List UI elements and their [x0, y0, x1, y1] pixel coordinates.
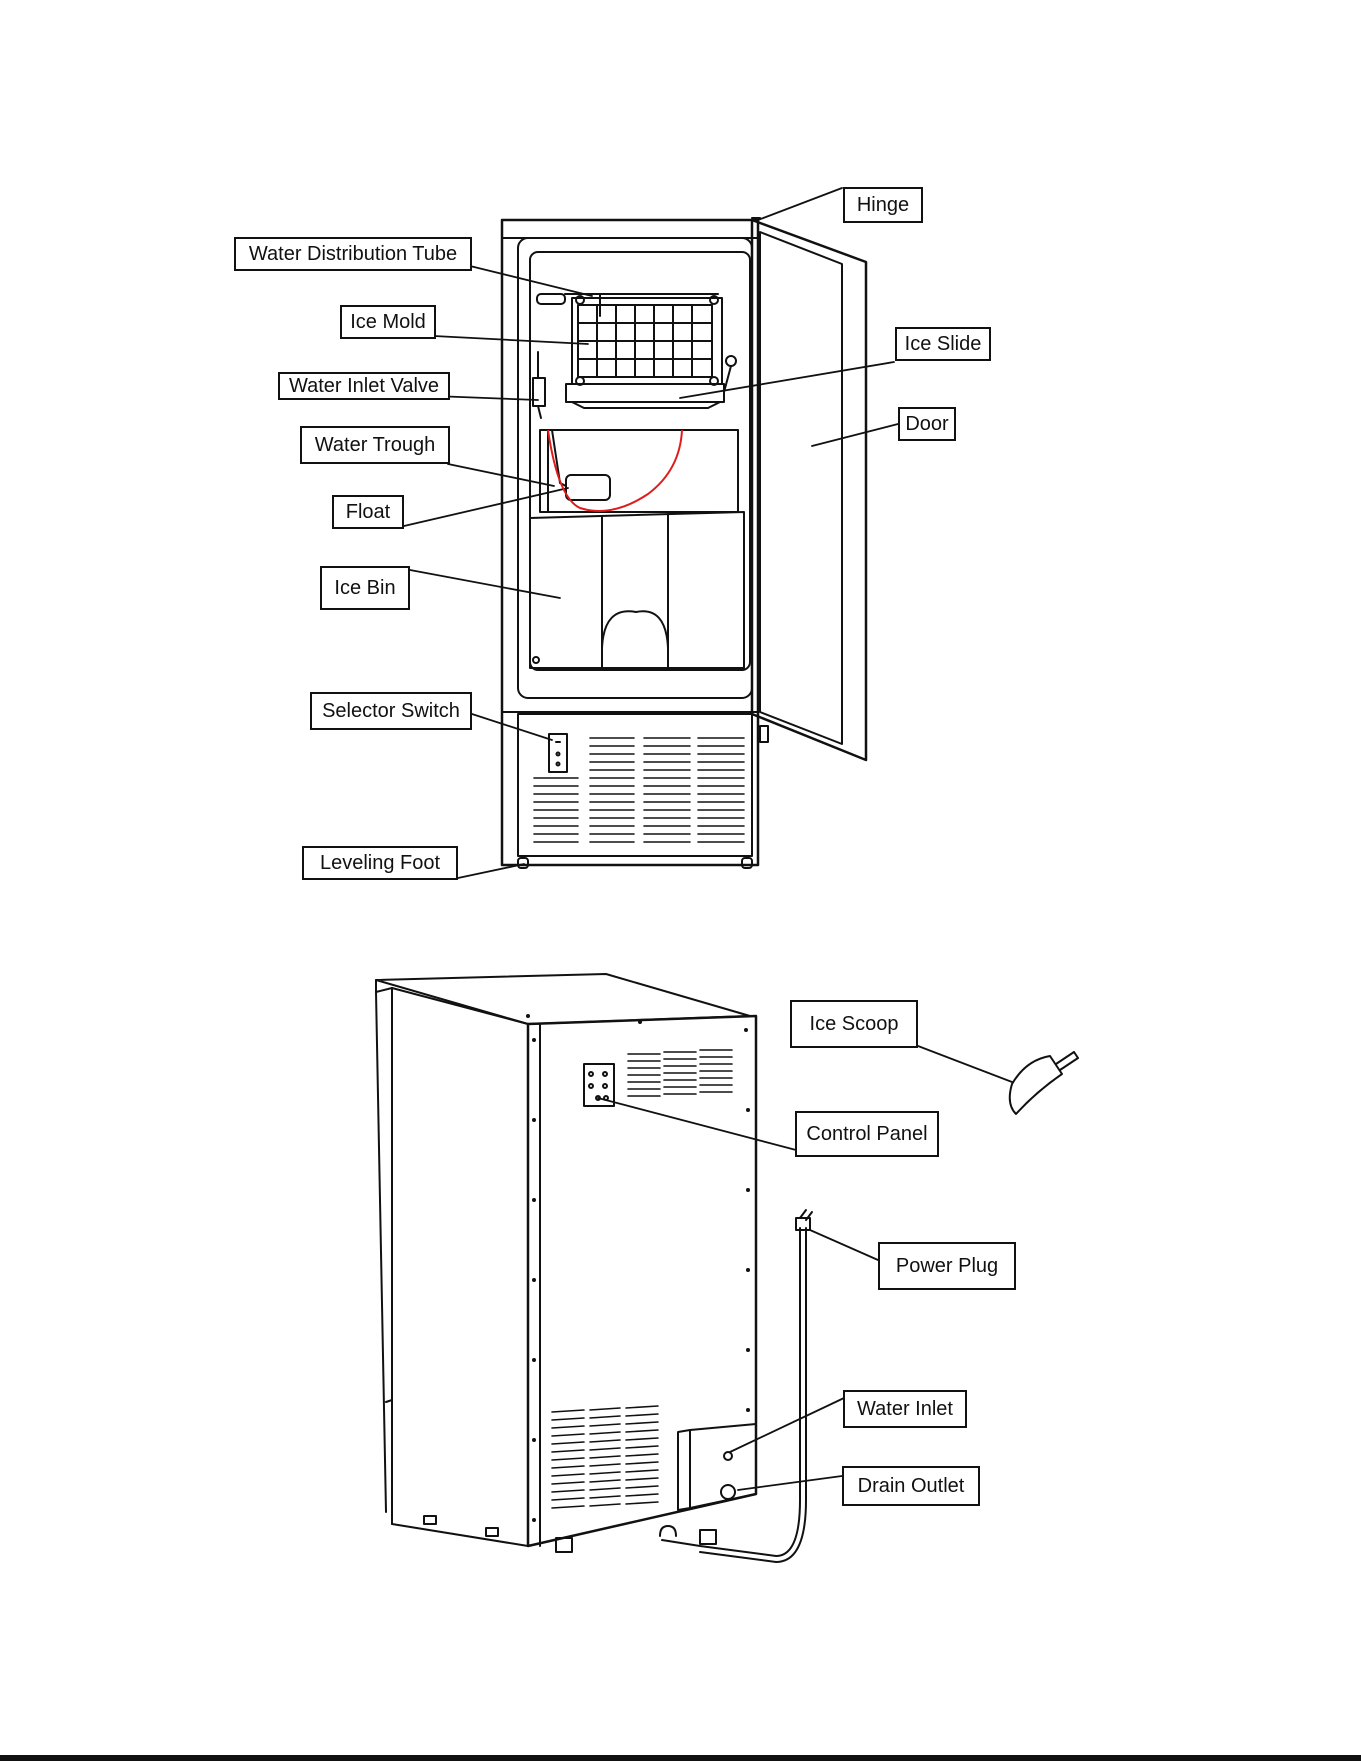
label-water-trough: Water Trough	[300, 426, 450, 464]
ice-scoop-part	[1010, 1052, 1078, 1114]
control-panel-part	[584, 1064, 614, 1106]
label-leveling-foot: Leveling Foot	[302, 846, 458, 880]
rear-feet	[424, 1516, 716, 1552]
label-drain-outlet: Drain Outlet	[842, 1466, 980, 1506]
rear-screws	[526, 1014, 750, 1522]
ice-slide-part	[566, 384, 724, 408]
label-ice-bin: Ice Bin	[320, 566, 410, 610]
rear-bottom-grille	[552, 1406, 658, 1508]
label-selector-switch: Selector Switch	[310, 692, 472, 730]
label-water-inlet-valve: Water Inlet Valve	[278, 372, 450, 400]
label-ice-slide: Ice Slide	[895, 327, 991, 361]
label-door: Door	[898, 407, 956, 441]
ice-bin-part	[530, 512, 744, 668]
water-inlet-drain-panel	[660, 1424, 756, 1536]
water-inlet-valve-part	[533, 352, 545, 418]
door-part	[752, 218, 866, 760]
front-grille	[534, 738, 744, 842]
label-power-plug: Power Plug	[878, 1242, 1016, 1290]
label-water-distribution-tube: Water Distribution Tube	[234, 237, 472, 271]
rear-top-grille	[628, 1050, 732, 1096]
rear-view-cabinet	[376, 974, 756, 1546]
ice-mold-part	[572, 296, 736, 392]
label-ice-mold: Ice Mold	[340, 305, 436, 339]
label-ice-scoop: Ice Scoop	[790, 1000, 918, 1048]
page-bottom-rule	[0, 1755, 1361, 1761]
label-hinge: Hinge	[843, 187, 923, 223]
label-control-panel: Control Panel	[795, 1111, 939, 1157]
label-water-inlet: Water Inlet	[843, 1390, 967, 1428]
front-view-cabinet	[502, 220, 758, 865]
water-tube-red	[548, 430, 682, 511]
label-float: Float	[332, 495, 404, 529]
leveling-foot-part	[518, 726, 768, 868]
